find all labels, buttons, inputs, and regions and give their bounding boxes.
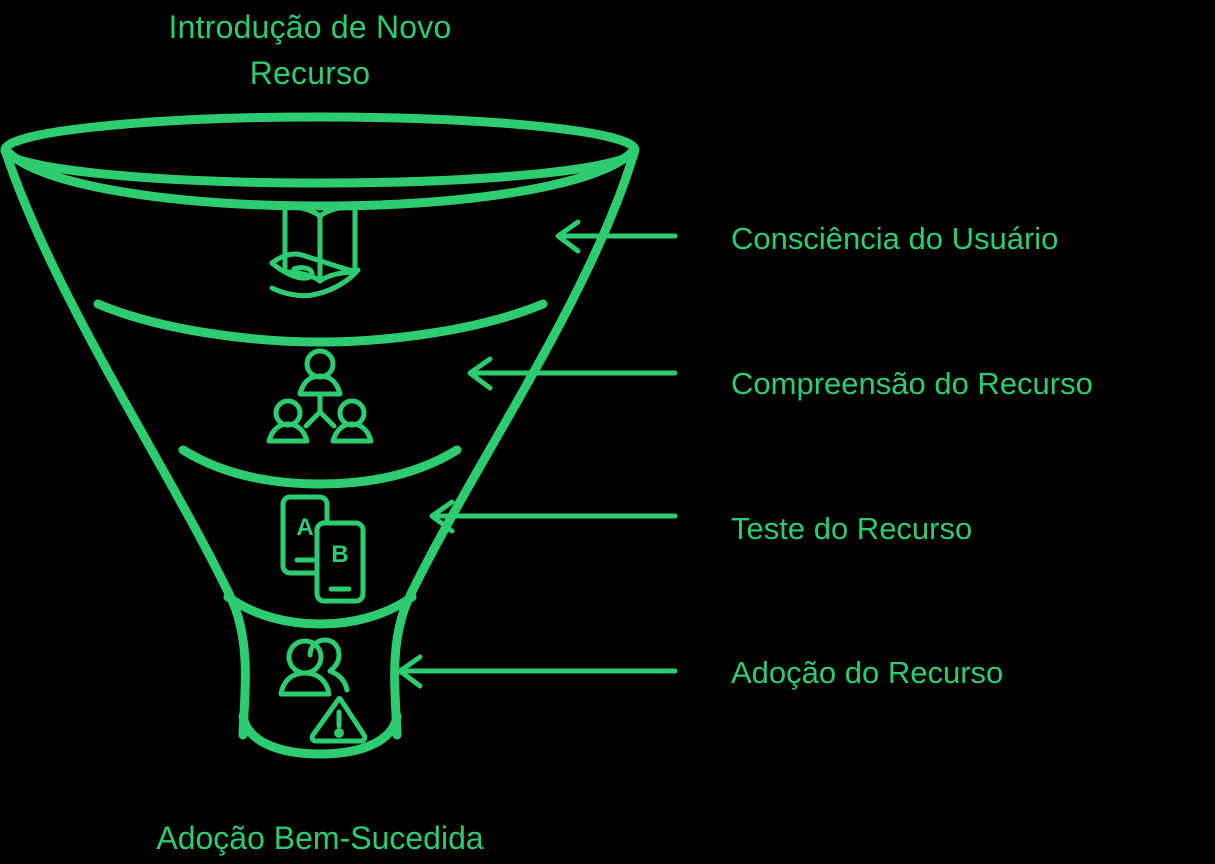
page-title: Introdução de Novo Recurso	[168, 9, 452, 91]
stage-label-adoption: Adoção do Recurso	[731, 655, 1004, 690]
footer-caption: Adoção Bem-Sucedida	[156, 820, 484, 856]
stage-label-comprehension: Compreensão do Recurso	[731, 366, 1093, 401]
users-with-warning-icon	[278, 637, 368, 744]
people-group-hierarchy-icon	[266, 348, 374, 444]
stage-label-testing: Teste do Recurso	[731, 511, 973, 546]
funnel-divider-1	[93, 299, 548, 347]
funnel-wall-left	[1, 148, 250, 740]
connector-arrow-1	[555, 219, 678, 254]
funnel-divider-2	[178, 445, 462, 489]
stage-label-awareness: Consciência do Usuário	[731, 221, 1059, 256]
ab-test-phones-icon: A B	[280, 494, 366, 604]
funnel-divider-3	[223, 592, 417, 629]
funnel-wall-right	[390, 148, 639, 740]
funnel-top-rim-inner	[3, 147, 637, 211]
connector-arrow-4	[397, 654, 678, 689]
connector-arrow-3	[429, 499, 678, 534]
phone-a-label: A	[296, 514, 313, 541]
connector-arrow-2	[467, 356, 678, 391]
open-book-on-hand-icon	[269, 203, 361, 299]
funnel-top-rim-outer	[0, 112, 640, 188]
phone-b-label: B	[331, 541, 348, 568]
funnel-body	[0, 112, 640, 759]
funnel-bottom-cap	[238, 711, 402, 759]
